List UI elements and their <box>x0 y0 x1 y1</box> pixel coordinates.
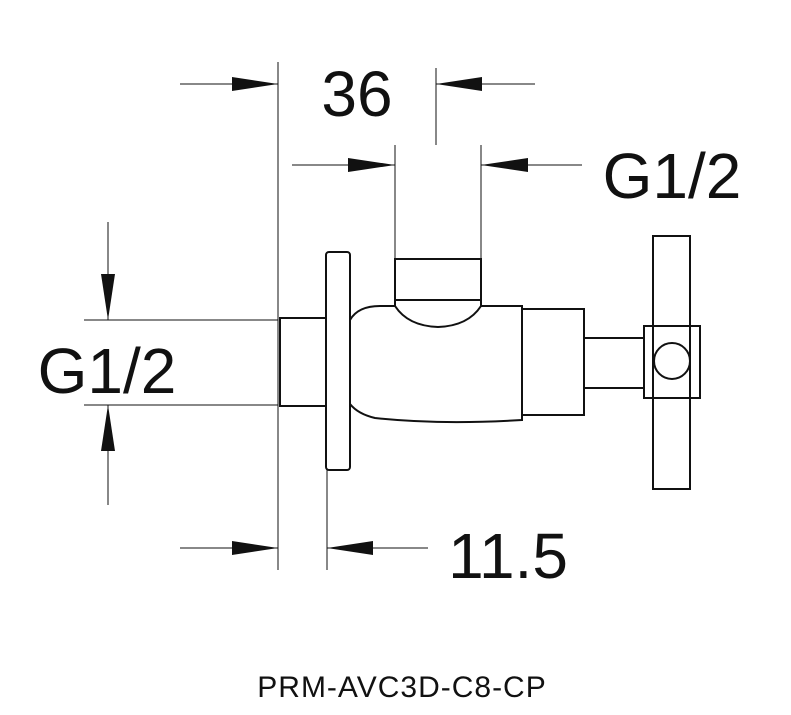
handle-bar <box>652 235 691 490</box>
escutcheon-flange <box>325 251 351 471</box>
handle-screw <box>653 342 691 380</box>
dimension-label-side-thread: G1/2 <box>38 335 177 407</box>
dimension-top-thread: G1/2 <box>292 140 741 262</box>
valve-body <box>349 299 523 424</box>
dimension-label-top-thread: G1/2 <box>603 140 742 212</box>
valve-stem <box>583 337 645 389</box>
dimension-bottom-11-5: 11.5 <box>180 468 568 592</box>
dimension-label-36: 36 <box>321 58 392 130</box>
dimension-top-36: 36 <box>180 58 535 570</box>
dimension-label-11-5: 11.5 <box>448 520 568 592</box>
handle-hub <box>643 325 701 399</box>
model-code: PRM-AVC3D-C8-CP <box>257 671 546 704</box>
inlet-thread <box>279 317 327 407</box>
outlet-thread <box>394 258 482 301</box>
valve-drawing <box>279 235 701 490</box>
dimension-side-thread: G1/2 <box>38 222 278 505</box>
valve-bonnet <box>521 308 585 416</box>
